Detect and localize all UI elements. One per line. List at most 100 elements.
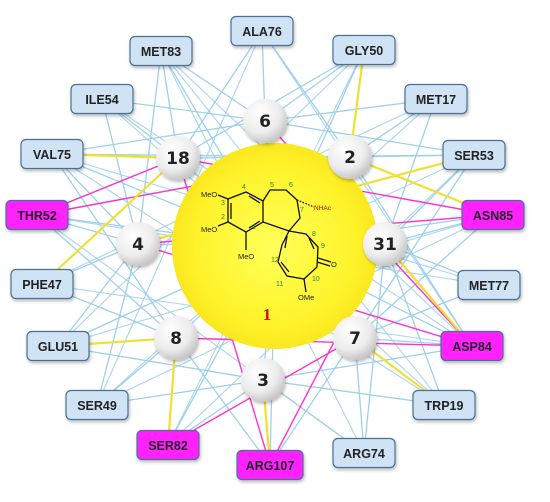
residue-node-glu51[interactable]: GLU51 xyxy=(26,330,90,362)
residue-label: ALA76 xyxy=(242,25,282,39)
target-node-3[interactable]: 3 xyxy=(241,358,285,402)
edge-target-t6-ser53 xyxy=(264,120,475,156)
residue-node-arg74[interactable]: ARG74 xyxy=(332,437,396,469)
residue-label: GLY50 xyxy=(345,44,384,58)
residue-box xyxy=(236,449,304,481)
target-circle xyxy=(363,222,407,266)
residue-box xyxy=(129,35,193,67)
residue-label: SER53 xyxy=(454,149,494,163)
residue-label: ILE54 xyxy=(85,93,118,107)
compound-label: 1 xyxy=(263,305,272,324)
residue-label: SER49 xyxy=(77,399,117,413)
residue-label: MET77 xyxy=(469,279,509,293)
atom-number-11: 11 xyxy=(276,281,283,288)
residue-box xyxy=(10,268,74,300)
edge-target-t4-met83 xyxy=(137,50,162,245)
target-label: 6 xyxy=(259,112,271,132)
methoxy-label-low: MeO xyxy=(238,252,254,261)
residue-box xyxy=(136,429,200,461)
target-node-8[interactable]: 8 xyxy=(154,316,198,360)
edge-highlight-asp84-t8 xyxy=(175,337,473,347)
edge-target-t7-ser53 xyxy=(354,154,475,339)
target-circle xyxy=(328,135,372,179)
target-node-4[interactable]: 4 xyxy=(116,222,160,266)
residue-box xyxy=(461,199,525,231)
residue-box xyxy=(65,389,129,421)
residue-node-ser82[interactable]: SER82 xyxy=(136,429,200,461)
edge-target-t8-val75 xyxy=(51,153,177,339)
residue-box xyxy=(332,437,396,469)
residue-label: SER82 xyxy=(148,439,188,453)
target-label: 18 xyxy=(166,149,190,169)
target-node-7[interactable]: 7 xyxy=(333,316,377,360)
target-label: 4 xyxy=(132,235,144,255)
atom-number-4: 4 xyxy=(242,184,246,191)
amide-label: NHAc xyxy=(314,205,332,212)
residue-node-phe47[interactable]: PHE47 xyxy=(10,268,74,300)
target-label: 7 xyxy=(349,329,361,349)
residue-box xyxy=(412,389,476,421)
edge-target-t8-thr52 xyxy=(36,214,177,339)
target-label: 31 xyxy=(373,235,397,255)
compound-node[interactable]: MeO MeO MeO OMe O NHAc 1 2 3 4 5 6 7 8 9… xyxy=(172,143,378,349)
atom-number-1: 1 xyxy=(252,224,256,231)
residue-label: ARG74 xyxy=(343,447,385,461)
target-label: 8 xyxy=(170,329,182,349)
atom-number-8: 8 xyxy=(312,231,316,238)
residue-label: PHE47 xyxy=(22,278,62,292)
target-node-31[interactable]: 31 xyxy=(363,222,407,266)
atom-number-2: 2 xyxy=(221,214,225,221)
residue-node-ser53[interactable]: SER53 xyxy=(442,139,506,171)
residue-box xyxy=(440,330,504,362)
residue-node-ser49[interactable]: SER49 xyxy=(65,389,129,421)
edge-target-t6-val75 xyxy=(51,120,266,155)
residue-node-arg107[interactable]: ARG107 xyxy=(236,449,304,481)
methoxy-label-mid: MeO xyxy=(201,225,217,234)
residue-label: THR52 xyxy=(17,209,57,223)
target-circle xyxy=(156,136,200,180)
carbonyl-oxygen: O xyxy=(331,260,337,269)
residue-box xyxy=(442,139,506,171)
target-circle xyxy=(116,222,160,266)
residue-label: GLU51 xyxy=(38,340,78,354)
residue-label: ASN85 xyxy=(473,209,513,223)
chemical-structure xyxy=(217,189,332,293)
edge-target-t31-trp19 xyxy=(384,243,445,406)
residue-box xyxy=(70,83,134,115)
residue-node-met83[interactable]: MET83 xyxy=(129,35,193,67)
residue-node-met77[interactable]: MET77 xyxy=(457,269,521,301)
residue-node-asn85[interactable]: ASN85 xyxy=(461,199,525,231)
target-circle xyxy=(154,316,198,360)
methoxy-label-right: OMe xyxy=(298,293,314,302)
residue-node-gly50[interactable]: GLY50 xyxy=(332,34,396,66)
target-node-2[interactable]: 2 xyxy=(328,135,372,179)
residue-node-ile54[interactable]: ILE54 xyxy=(70,83,134,115)
residue-label: MET17 xyxy=(416,93,456,107)
edge-target-t8-arg107 xyxy=(175,337,271,466)
residue-box xyxy=(457,269,521,301)
residue-node-asp84[interactable]: ASP84 xyxy=(440,330,504,362)
residue-node-ala76[interactable]: ALA76 xyxy=(230,15,294,47)
compound-circle xyxy=(172,143,378,349)
residue-box xyxy=(20,138,84,170)
residue-node-trp19[interactable]: TRP19 xyxy=(412,389,476,421)
target-node-18[interactable]: 18 xyxy=(156,136,200,180)
target-label: 3 xyxy=(257,371,269,391)
residue-node-met17[interactable]: MET17 xyxy=(404,83,468,115)
residue-box xyxy=(5,199,69,231)
residue-label: VAL75 xyxy=(33,148,71,162)
target-node-6[interactable]: 6 xyxy=(243,99,287,143)
edge-target-t2-ala76 xyxy=(261,30,351,158)
residue-box xyxy=(26,330,90,362)
residue-box xyxy=(230,15,294,47)
atom-number-10: 10 xyxy=(312,276,320,283)
atom-number-9: 9 xyxy=(321,243,325,250)
edge-target-t4-ile54 xyxy=(101,98,139,245)
edge-yellow-asp84-t31 xyxy=(384,243,473,347)
residue-node-val75[interactable]: VAL75 xyxy=(20,138,84,170)
residue-node-thr52[interactable]: THR52 xyxy=(5,199,69,231)
residue-box xyxy=(332,34,396,66)
residue-label: ARG107 xyxy=(246,459,295,473)
